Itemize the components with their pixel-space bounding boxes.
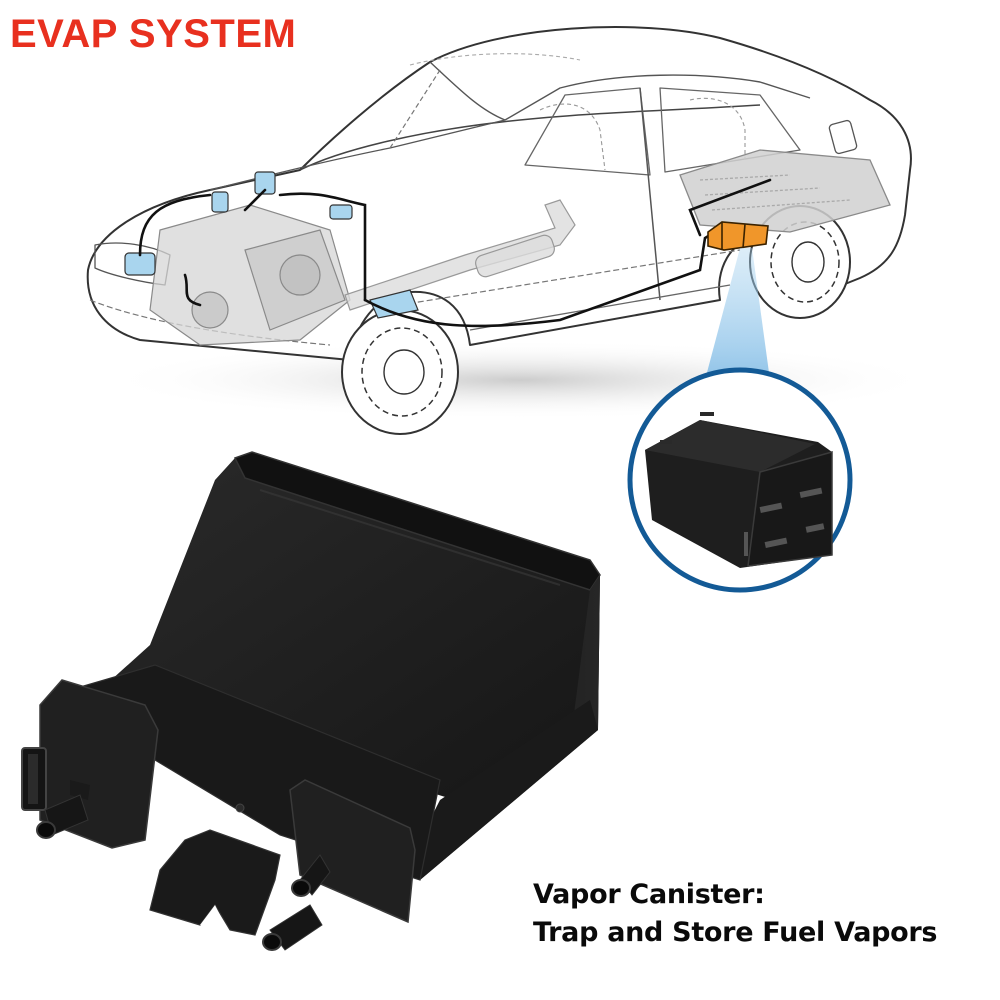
evap-sensors: [124, 171, 419, 319]
caption-line-1: Vapor Canister:: [533, 879, 765, 910]
engine-block: [149, 204, 351, 346]
exhaust-pipe: [344, 199, 576, 311]
car-vapor-canister-highlight: [707, 221, 769, 251]
front-wheel: [341, 309, 459, 435]
rear-wheel: [749, 205, 851, 319]
left-hose-nipple: [36, 780, 90, 839]
mounting-bracket: [149, 829, 281, 936]
evap-hoses: [138, 178, 772, 328]
inset-canister-icon: [645, 412, 833, 568]
page-title: EVAP SYSTEM: [10, 12, 297, 56]
caption-line-2: Trap and Store Fuel Vapors: [533, 917, 938, 948]
vapor-canister-photo: [21, 451, 601, 951]
product-caption: Vapor Canister: Trap and Store Fuel Vapo…: [533, 876, 938, 952]
inset-circle: [627, 367, 853, 593]
right-hose-nipples: [262, 854, 331, 951]
callout-beam: [705, 248, 770, 380]
fuel-tank: [679, 149, 891, 233]
